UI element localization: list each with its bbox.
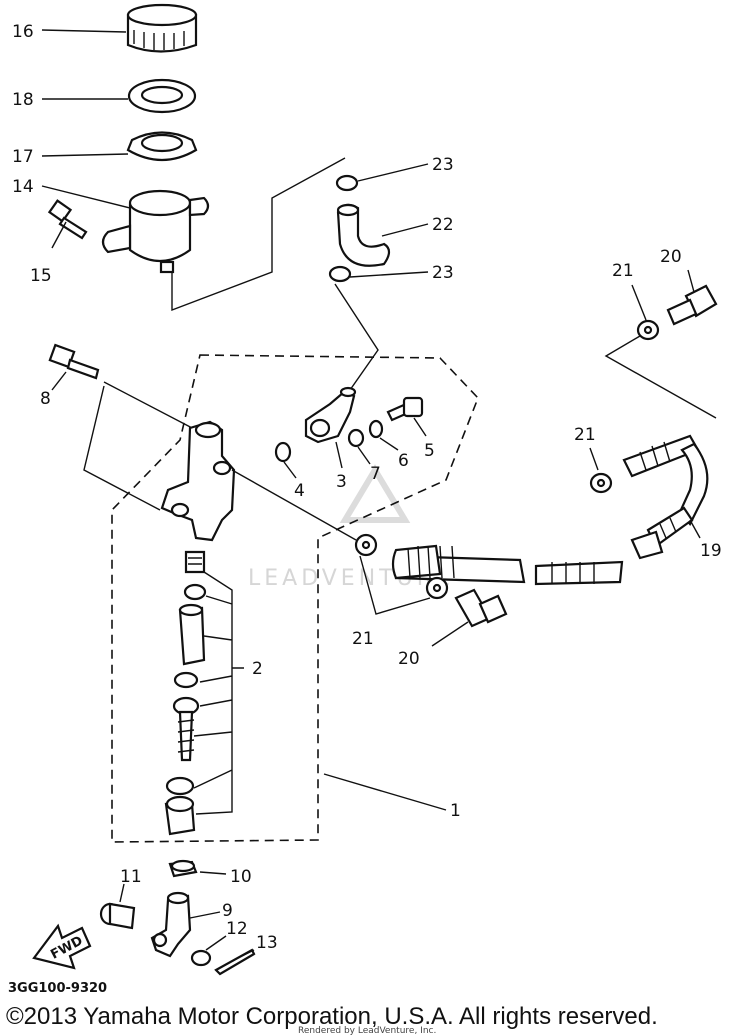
rendered-by-text: Rendered by LeadVenture, Inc. — [298, 1026, 436, 1036]
diaphragm[interactable] — [126, 131, 198, 161]
union-bolt-lower[interactable] — [454, 588, 508, 628]
label-15: 15 — [30, 266, 52, 286]
union-bolt-top[interactable] — [666, 284, 718, 326]
reservoir-hose[interactable] — [336, 203, 391, 267]
label-21-top: 21 — [612, 261, 634, 281]
hose-joint[interactable] — [304, 386, 357, 444]
master-cylinder-assembly-boundary — [111, 354, 479, 843]
label-22: 22 — [432, 215, 454, 235]
label-20-top: 20 — [660, 247, 682, 267]
copper-washer-lower-right[interactable] — [425, 576, 449, 600]
label-2: 2 — [252, 659, 263, 679]
label-3: 3 — [336, 472, 347, 492]
hose-clip-lower[interactable] — [328, 265, 352, 283]
mounting-bolt[interactable] — [48, 343, 100, 380]
lock-nut[interactable] — [168, 859, 198, 878]
forward-arrow-icon: FWD — [32, 923, 92, 970]
label-9: 9 — [222, 901, 233, 921]
cylinder-kit[interactable] — [164, 550, 207, 836]
o-ring[interactable] — [274, 441, 292, 463]
label-5: 5 — [424, 441, 435, 461]
diagram-code: 3GG100-9320 — [8, 981, 107, 996]
label-20-lower: 20 — [398, 649, 420, 669]
copper-washer-lower-left[interactable] — [354, 533, 378, 557]
clevis-pin[interactable] — [99, 902, 136, 930]
joint-bolt[interactable] — [386, 396, 424, 422]
clevis-washer[interactable] — [190, 949, 212, 967]
label-4: 4 — [294, 481, 305, 501]
label-8: 8 — [40, 389, 51, 409]
label-12: 12 — [226, 919, 248, 939]
lock-washer[interactable] — [368, 419, 384, 439]
label-21-right: 21 — [574, 425, 596, 445]
diaphragm-holder[interactable] — [127, 78, 197, 114]
clevis[interactable] — [150, 891, 192, 958]
label-17: 17 — [12, 147, 34, 167]
label-10: 10 — [230, 867, 252, 887]
label-14: 14 — [12, 177, 34, 197]
label-23-upper: 23 — [432, 155, 454, 175]
copyright-text: ©2013 Yamaha Motor Corporation, U.S.A. A… — [6, 1003, 658, 1030]
label-11: 11 — [120, 867, 142, 887]
reservoir-screw[interactable] — [47, 199, 88, 240]
label-21-lower: 21 — [352, 629, 374, 649]
label-18: 18 — [12, 90, 34, 110]
hose-clip-upper[interactable] — [335, 174, 359, 192]
label-7: 7 — [370, 464, 381, 484]
master-cylinder-body[interactable] — [160, 420, 236, 542]
label-6: 6 — [398, 451, 409, 471]
label-16: 16 — [12, 22, 34, 42]
reservoir-tank[interactable] — [101, 189, 210, 274]
reservoir-cap[interactable] — [126, 3, 198, 53]
plain-washer[interactable] — [347, 428, 365, 448]
label-19: 19 — [700, 541, 722, 561]
label-13: 13 — [256, 933, 278, 953]
copper-washer-right[interactable] — [589, 472, 613, 494]
label-1: 1 — [450, 801, 461, 821]
label-23-lower: 23 — [432, 263, 454, 283]
copper-washer-top[interactable] — [636, 319, 660, 341]
brake-hose[interactable] — [391, 434, 709, 586]
